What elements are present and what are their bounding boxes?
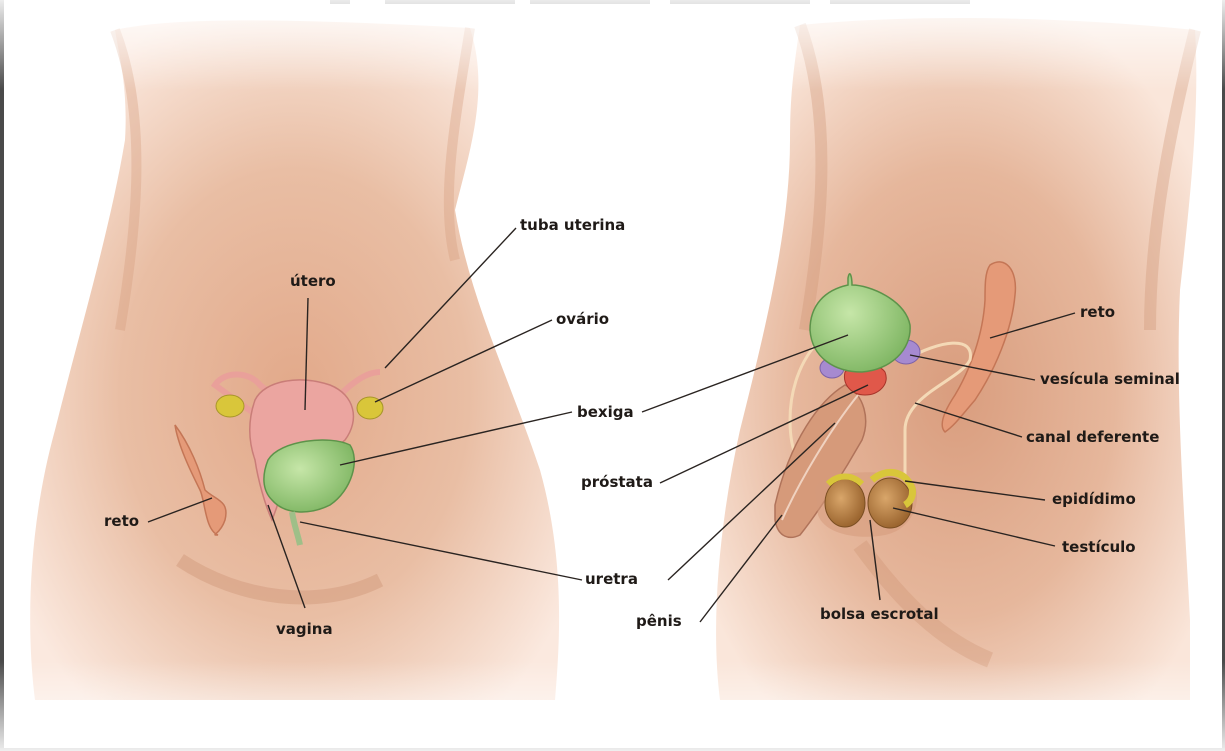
- label-epididimo: epidídimo: [1052, 490, 1136, 508]
- label-penis: pênis: [636, 612, 682, 630]
- label-vagina: vagina: [276, 620, 333, 638]
- label-prostata: próstata: [581, 473, 653, 491]
- label-ovario: ovário: [556, 310, 609, 328]
- label-testiculo: testículo: [1062, 538, 1136, 556]
- label-reto-female: reto: [104, 512, 139, 530]
- label-uretra: uretra: [585, 570, 638, 588]
- label-tuba-uterina: tuba uterina: [520, 216, 625, 234]
- label-canal-deferente: canal deferente: [1026, 428, 1159, 446]
- label-reto-male: reto: [1080, 303, 1115, 321]
- label-bexiga: bexiga: [577, 403, 634, 421]
- label-vesicula-seminal: vesícula seminal: [1040, 370, 1180, 388]
- label-utero: útero: [290, 272, 336, 290]
- label-bolsa-escrotal: bolsa escrotal: [820, 605, 939, 623]
